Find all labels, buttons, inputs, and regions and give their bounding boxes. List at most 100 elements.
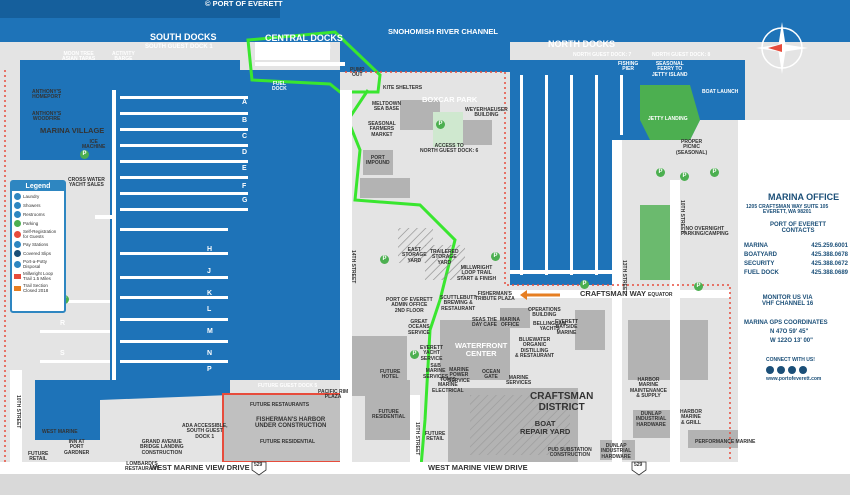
social-label: CONNECT WITH US! xyxy=(766,357,815,363)
parking-icon: P xyxy=(80,150,89,159)
dock-letter-h: H xyxy=(207,246,213,253)
legend-label: Showers xyxy=(23,203,41,208)
parking-icon: P xyxy=(580,280,589,289)
social-icons xyxy=(766,366,807,374)
legend-label: Millwright Loop Trail 1.5 Miles xyxy=(23,271,54,281)
dock-letter-a: A xyxy=(242,99,248,106)
dock-letter-n: N xyxy=(207,350,213,357)
west-marine-view-label-2: WEST MARINE VIEW DRIVE xyxy=(428,463,528,472)
port-admin-label: PORT OF EVERETT ADMIN OFFICE 2ND FLOOR xyxy=(386,297,433,314)
contact-phone[interactable]: 425.388.0678 xyxy=(811,252,848,258)
central-guest-3-label: CENTRAL GUEST DOCK 3 xyxy=(268,45,331,51)
twitter-icon[interactable] xyxy=(777,366,785,374)
legend-swatch xyxy=(14,250,21,257)
trailered-storage-label: TRAILERED STORAGE YARD xyxy=(430,249,459,266)
south-dock-piers xyxy=(40,90,248,380)
future-residential-3-label: FUTURE RESIDENTIAL xyxy=(260,439,315,445)
south-docks-label: SOUTH DOCKS xyxy=(150,32,217,42)
park-area xyxy=(433,112,463,147)
dock-letter-m: M xyxy=(207,328,213,335)
dock-letter-c: C xyxy=(242,133,248,140)
legend-label: Covered Slips xyxy=(23,251,52,256)
dunlap-hardware-label: DUNLAP INDUSTRIAL HARDWARE xyxy=(601,443,632,460)
legend-item: Trail Section Closed 2018 xyxy=(14,283,62,293)
legend-swatch xyxy=(14,241,21,248)
legend-swatch xyxy=(14,260,21,268)
port-impound-label: PORT IMPOUND xyxy=(366,155,390,167)
dock-letter-f: F xyxy=(242,183,247,190)
performance-marine-label: PERFORMANCE MARINE xyxy=(695,439,756,445)
legend-label: Laundry xyxy=(23,194,40,199)
north-docks-label: NORTH DOCKS xyxy=(548,39,615,49)
north-dock-piers xyxy=(510,75,623,275)
contact-label: BOATYARD xyxy=(744,252,778,258)
contact-label: FUEL DOCK xyxy=(744,270,779,276)
legend-item: Restrooms xyxy=(14,211,62,218)
future-hotel-label: FUTURE HOTEL xyxy=(380,369,401,381)
legend-label: Parking xyxy=(23,221,39,226)
ocean-gate-label: OCEAN GATE xyxy=(482,369,501,381)
moon-tree-label: MOON TREE ASIAN TAPAS xyxy=(62,51,96,63)
pud-substation-label: PUD SUBSTATION CONSTRUCTION xyxy=(548,447,592,459)
legend-swatch xyxy=(14,273,21,279)
contact-phone[interactable]: 425.388.0689 xyxy=(811,270,848,276)
ice-machine-label: ICE MACHINE xyxy=(82,139,106,151)
jetty-park xyxy=(640,85,700,140)
facebook-icon[interactable] xyxy=(766,366,774,374)
cross-water-label: CROSS WATER YACHT SALES xyxy=(68,177,105,189)
dock-letter-k: K xyxy=(207,290,213,297)
east-storage-label: EAST STORAGE YARD xyxy=(402,247,427,264)
south-basin xyxy=(20,60,340,440)
office-address: 1205 CRAFTSMAN WAY SUITE 105 EVERETT, WA… xyxy=(746,204,829,216)
marine-power-label: MARINE POWER SERVICE xyxy=(448,367,470,384)
seasonal-ferry-label: SEASONAL FERRY TO JETTY ISLAND xyxy=(652,61,688,78)
parking-icon: P xyxy=(436,120,445,129)
parking-icon: P xyxy=(680,172,689,181)
contact-label: SECURITY xyxy=(744,261,775,267)
fishing-pier-label: FISHING PIER xyxy=(618,61,639,73)
legend-item: Millwright Loop Trail 1.5 Miles xyxy=(14,271,62,281)
scuttlebutt-label: SCUTTLEBUTT BREWING & RESTAURANT xyxy=(440,295,477,312)
river-label: SNOHOMISH RIVER CHANNEL xyxy=(388,27,499,36)
dock-letter-p: P xyxy=(207,366,212,373)
future-retail-1-label: FUTURE RETAIL xyxy=(28,451,49,463)
central-channel xyxy=(340,42,510,72)
compass-rose xyxy=(756,22,808,74)
contact-phone[interactable]: 425.388.0672 xyxy=(811,261,848,267)
legend-swatch xyxy=(14,220,21,227)
contact-row: MARINA 425.259.6001 xyxy=(744,243,848,249)
dock-letter-b: B xyxy=(242,117,248,124)
sb-marine-label: S&B MARINE SERVICES xyxy=(423,363,449,380)
contact-phone[interactable]: 425.259.6001 xyxy=(811,243,848,249)
toms-marine-label: TOM'S MARINE ELECTRICAL xyxy=(432,377,464,394)
inn-port-gardner-label: INN AT PORT GARDNER xyxy=(64,439,90,456)
west-marine-view-label-1: WEST MARINE VIEW DRIVE xyxy=(150,463,250,472)
legend-label: Self-Registration for Guests xyxy=(23,229,57,239)
parking-icon: P xyxy=(656,168,665,177)
everett-yacht-label: EVERETT YACHT SERVICE xyxy=(420,345,444,362)
trailered-storage-yard xyxy=(425,245,465,280)
dock-letter-d: D xyxy=(242,149,248,156)
green-field xyxy=(640,205,675,280)
boat-repair-hatch xyxy=(470,395,570,455)
south-guest-1-label: SOUTH GUEST DOCK 1 xyxy=(145,44,213,50)
youtube-icon[interactable] xyxy=(799,366,807,374)
future-retail-2-label: FUTURE RETAIL xyxy=(425,431,446,443)
contact-label: MARINA xyxy=(744,243,768,249)
website-link[interactable]: www.portofeverett.com xyxy=(766,376,822,382)
boxcar-park-label: BOXCAR PARK xyxy=(422,95,478,104)
legend-label: Port-a-Potty Disposal xyxy=(23,259,48,269)
millwright-label: MILLWRIGHT LOOP TRAIL START & FINISH xyxy=(457,265,497,282)
central-guest-dock xyxy=(255,42,330,60)
legend-label: Restrooms xyxy=(23,212,45,217)
legend-item: Port-a-Potty Disposal xyxy=(14,259,62,269)
gps-w: W 122O 13' 00" xyxy=(770,338,813,344)
proper-picnic-label: PROPER PICNIC (SEASONAL) xyxy=(676,139,708,156)
boat-repair-label: BOAT REPAIR YARD xyxy=(520,419,571,436)
instagram-icon[interactable] xyxy=(788,366,796,374)
10th-street-road xyxy=(670,180,680,462)
parking-icon: P xyxy=(694,282,703,291)
